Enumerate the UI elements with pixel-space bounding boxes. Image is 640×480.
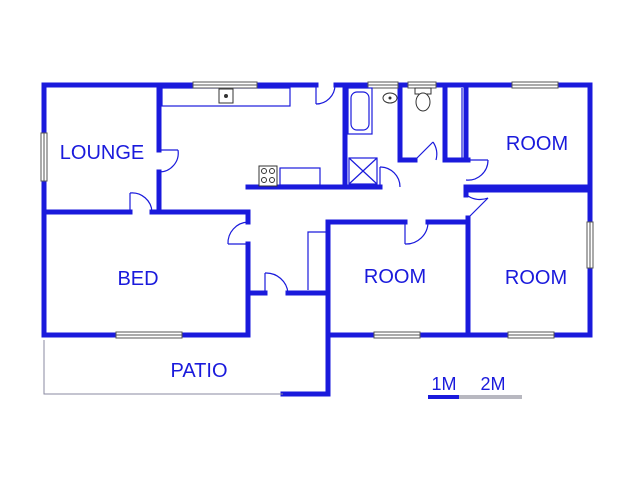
label-bed: BED — [117, 268, 158, 290]
window-wc-top — [407, 81, 437, 89]
window-room-right-side — [586, 221, 594, 269]
door-bed — [227, 221, 249, 245]
scale-bar: 1M 2M — [428, 374, 522, 399]
label-room-top-right: ROOM — [506, 133, 568, 155]
window-room-center-bottom — [373, 331, 421, 339]
label-room-center: ROOM — [364, 266, 426, 288]
bathtub-icon — [347, 87, 373, 135]
windows — [40, 81, 594, 339]
label-patio: PATIO — [170, 360, 227, 382]
doors — [129, 84, 489, 294]
window-lounge-left — [40, 132, 48, 182]
window-room-bottom-right — [507, 331, 555, 339]
window-bed-bottom — [115, 331, 183, 339]
label-lounge: LOUNGE — [60, 142, 144, 164]
stove-icon — [258, 165, 278, 187]
window-bath-top — [367, 81, 399, 89]
toilet-icon — [414, 87, 432, 112]
room-labels: LOUNGE BED ROOM ROOM ROOM PATIO — [60, 133, 568, 382]
door-lounge-bed — [129, 192, 153, 213]
sink-icon — [218, 88, 234, 104]
door-room-center — [404, 221, 429, 245]
basin-icon — [382, 92, 398, 104]
door-bathroom — [379, 166, 401, 188]
exterior-walls — [41, 82, 593, 397]
window-kitchen-top — [192, 81, 258, 89]
fixtures — [218, 87, 432, 187]
thin-details — [43, 87, 463, 395]
scale-label-2m: 2M — [480, 374, 505, 394]
label-room-bottom-right: ROOM — [505, 267, 567, 289]
shower-icon — [348, 157, 378, 185]
scale-label-1m: 1M — [431, 374, 456, 394]
interior-walls — [41, 82, 593, 338]
door-entrance — [315, 84, 336, 105]
door-passage-cupboard — [264, 272, 289, 294]
window-room-top-right — [511, 81, 559, 89]
door-wc — [414, 141, 438, 161]
door-room-bottom-right — [467, 195, 489, 219]
door-room-top-right — [465, 159, 489, 181]
door-lounge — [158, 149, 179, 173]
